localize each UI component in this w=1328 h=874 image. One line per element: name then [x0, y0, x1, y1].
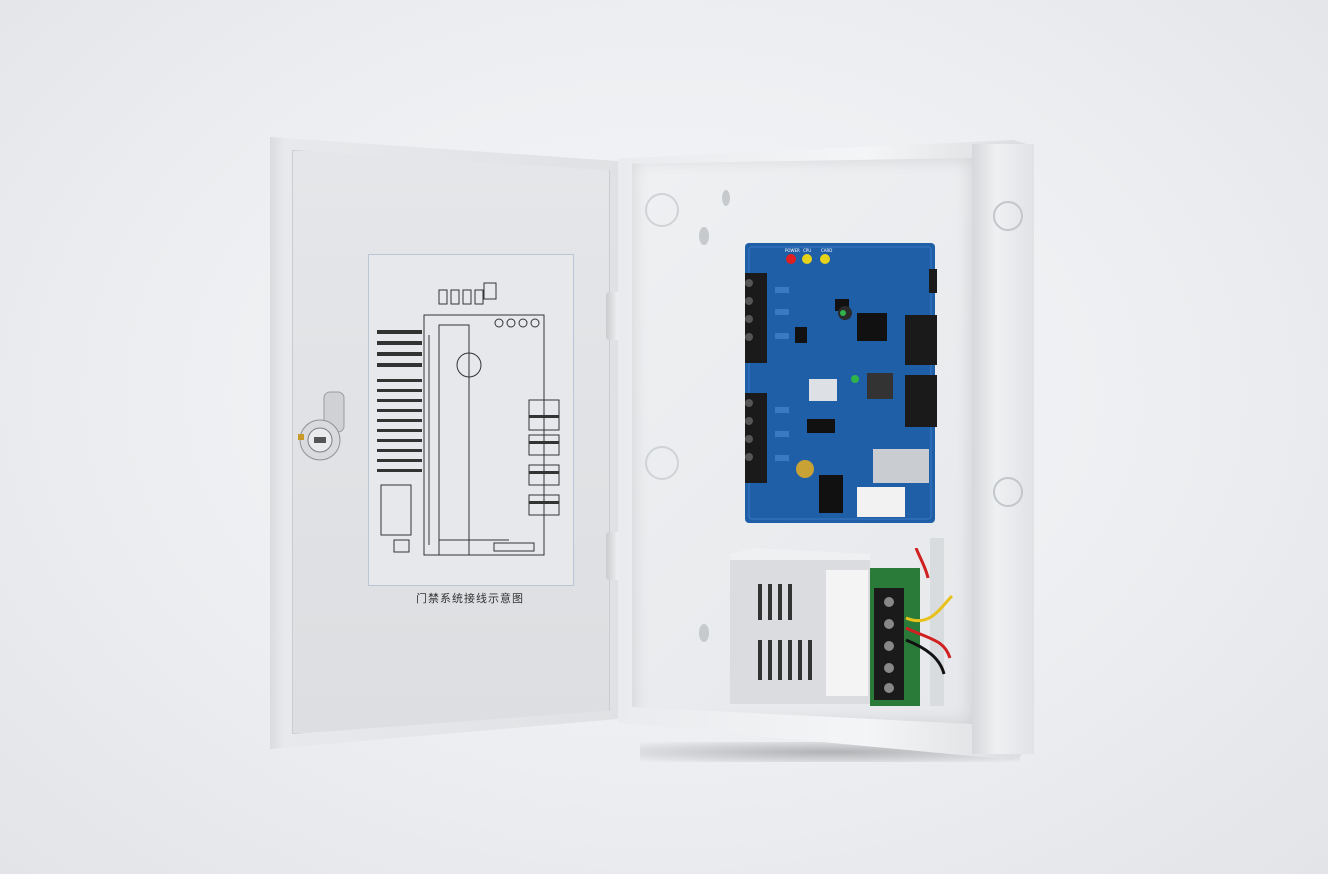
cam-lock[interactable] — [296, 390, 348, 466]
access-control-board: POWER CPU CARD — [735, 243, 941, 525]
diagram-caption: 门禁系统接线示意图 — [416, 592, 524, 605]
power-supply-unit — [730, 547, 962, 713]
led-label-card: CARD — [821, 248, 832, 253]
cabinet-side — [972, 144, 1034, 754]
led-label-cpu: CPU — [803, 248, 811, 253]
led-label-power: POWER — [785, 248, 800, 253]
wiring-diagram — [368, 254, 574, 586]
